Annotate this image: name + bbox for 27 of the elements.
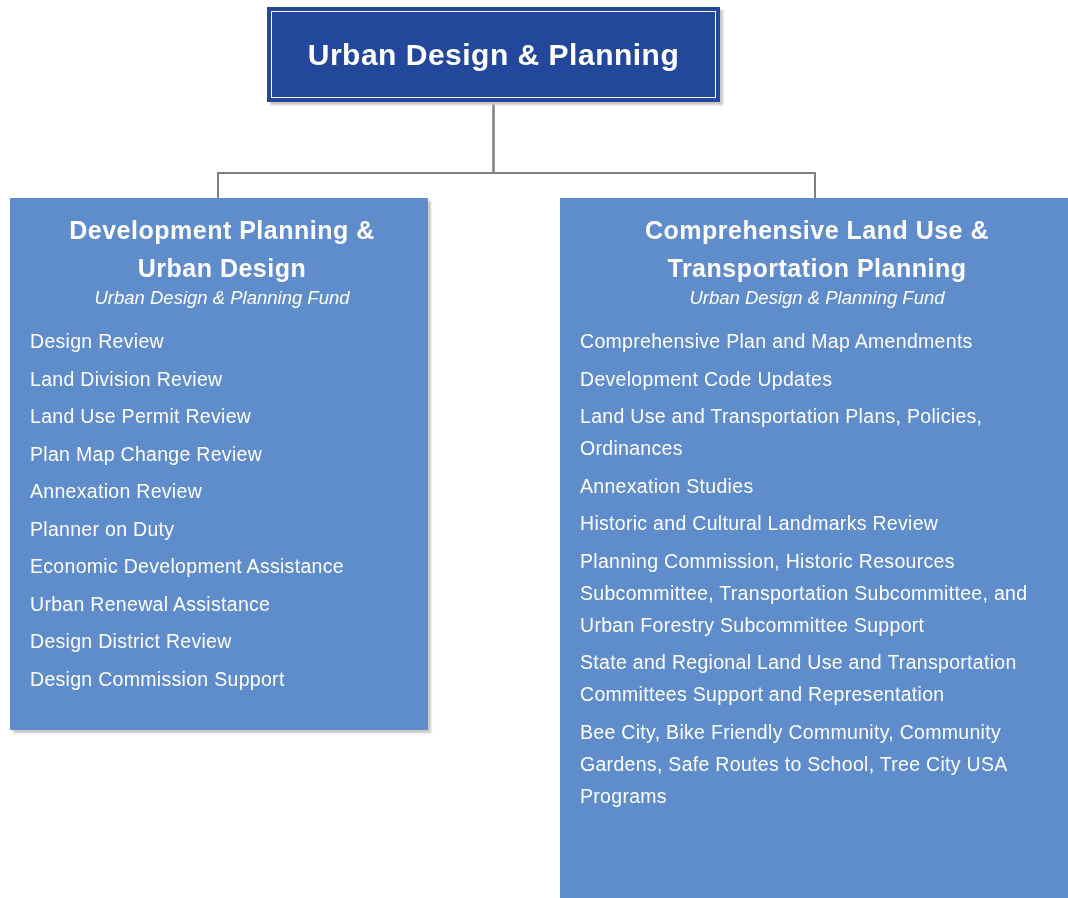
heading: Comprehensive Land Use & Transportation Planning (644, 215, 990, 284)
service-item: Design Review (30, 329, 165, 354)
heading: Urban Design & Planning (307, 37, 680, 73)
fund-subtitle: Urban Design & Planning Fund (688, 287, 946, 309)
service-item: State and Regional Land Use and Transportation Committees Support and Representation (580, 650, 1018, 707)
service-item: Land Division Review (30, 366, 224, 392)
title-box (267, 7, 720, 102)
fund-subtitle: Urban Design & Planning Fund (93, 287, 351, 309)
service-item: Plan Map Change Review (30, 441, 264, 467)
service-item: Historic and Cultural Landmarks Review (580, 511, 940, 536)
department-box (560, 198, 1068, 898)
service-item: Land Use Permit Review (30, 404, 253, 429)
service-item: Planning Commission, Historic Resources Subcommittee, Transportation Subcommittee, and Urban Forestry Subcommittee Support (580, 548, 1029, 638)
connector-line (492, 101, 816, 199)
service-item: Land Use and Transportation Plans, Policies, Ordinances (580, 404, 984, 461)
service-item: Annexation Review (30, 479, 204, 504)
service-item: Design Commission Support (30, 666, 286, 692)
service-item: Comprehensive Plan and Map Amendments (580, 329, 974, 354)
department-box (10, 198, 428, 730)
service-item: Urban Renewal Assistance (30, 591, 272, 617)
service-item: Bee City, Bike Friendly Community, Community Gardens, Safe Routes to School, Tree City USA Programs (580, 719, 1008, 809)
heading: Development Planning & Urban Design (68, 215, 376, 284)
service-item: Development Code Updates (580, 366, 834, 392)
service-item: Economic Development Assistance (30, 554, 345, 579)
service-item: Design District Review (30, 629, 233, 654)
service-item: Annexation Studies (580, 473, 755, 499)
service-item: Planner on Duty (30, 516, 176, 542)
